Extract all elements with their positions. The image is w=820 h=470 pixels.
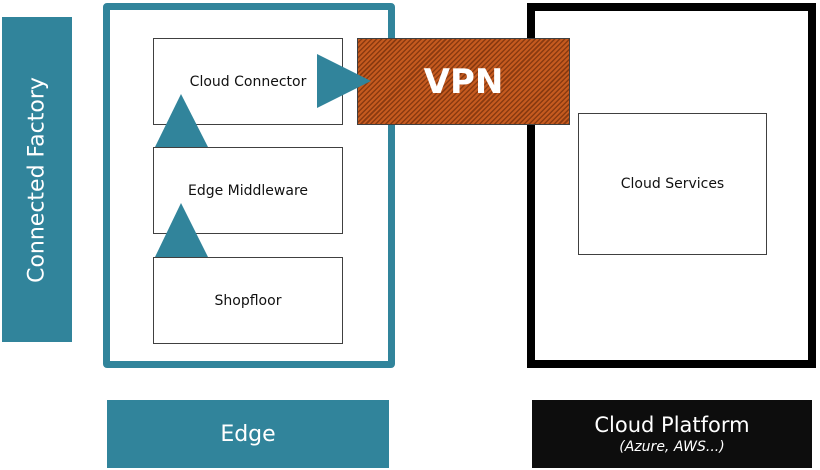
shopfloor-box: Shopfloor: [153, 257, 343, 344]
cloud-platform-container: [527, 3, 816, 368]
cloud-platform-footer: Cloud Platform (Azure, AWS...): [532, 400, 812, 468]
cloud-services-label: Cloud Services: [620, 176, 725, 192]
vpn-label: VPN: [423, 61, 504, 102]
arrow-up-icon: [155, 203, 208, 257]
cloud-services-box: Cloud Services: [578, 113, 767, 255]
vpn-tunnel: VPN: [357, 38, 570, 125]
edge-container: [103, 3, 395, 368]
edge-footer-text: Edge: [220, 421, 276, 447]
connected-factory-band: Connected Factory: [2, 17, 72, 342]
edge-middleware-label: Edge Middleware: [187, 182, 309, 199]
edge-footer-label: Edge: [107, 400, 389, 468]
cloud-connector-label: Cloud Connector: [189, 73, 307, 90]
cloud-platform-subtitle: (Azure, AWS...): [619, 439, 725, 455]
shopfloor-label: Shopfloor: [214, 292, 282, 309]
arrow-right-icon: [317, 54, 371, 108]
arrow-up-icon: [155, 94, 208, 147]
cloud-platform-title: Cloud Platform: [594, 413, 750, 437]
